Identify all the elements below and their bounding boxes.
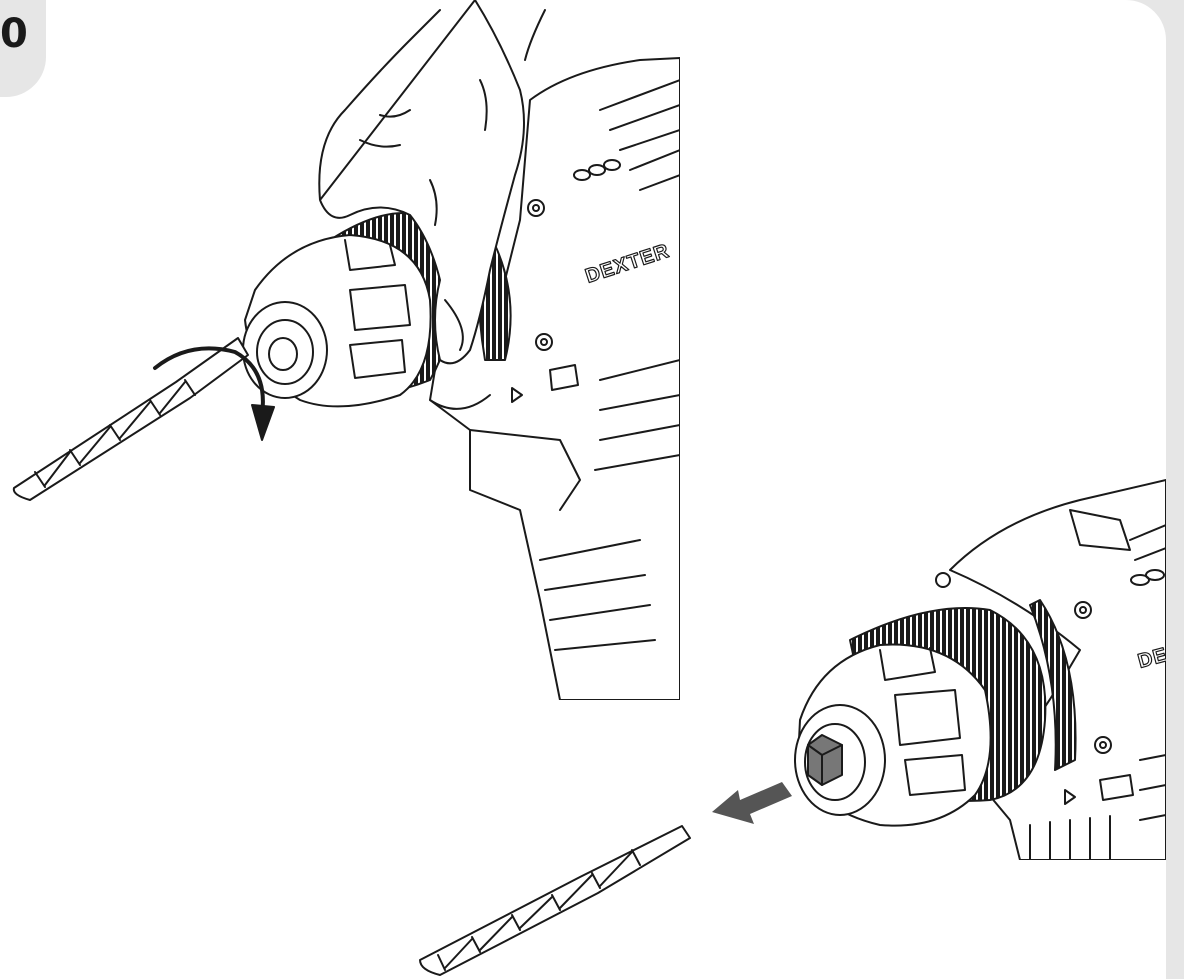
chuck <box>795 645 991 826</box>
drill-bit-icon <box>14 338 248 500</box>
chuck <box>243 235 431 406</box>
remove-arrow-icon <box>712 782 792 824</box>
drill-bit-icon <box>420 826 690 975</box>
